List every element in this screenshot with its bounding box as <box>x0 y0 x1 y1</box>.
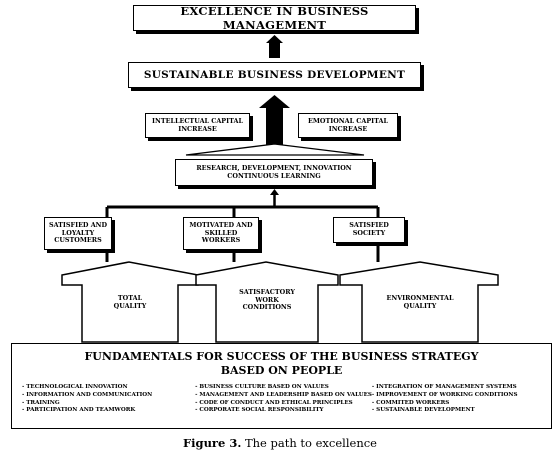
society-box: SATISFIED SOCIETY <box>333 217 405 243</box>
emotional-capital-box: EMOTIONAL CAPITAL INCREASE <box>298 113 398 138</box>
pillar-environmental-quality-shape <box>339 261 499 343</box>
rdi-box: RESEARCH, DEVELOPMENT, INNOVATION CONTIN… <box>175 159 373 186</box>
pillar-work-conditions-label-3: CONDITIONS <box>242 303 292 312</box>
pillar-total-quality-label-1: TOTAL <box>117 294 143 302</box>
figure-caption-label: Figure 3. <box>183 436 242 450</box>
foundation-title-2: BASED ON PEOPLE <box>220 364 343 377</box>
sustainable-box: SUSTAINABLE BUSINESS DEVELOPMENT <box>128 62 421 88</box>
emotional-label-2: INCREASE <box>328 124 368 133</box>
foundation-item: - CODE OF CONDUCT AND ETHICAL PRINCIPLES <box>195 399 353 406</box>
sustainable-label: SUSTAINABLE BUSINESS DEVELOPMENT <box>143 69 406 81</box>
pillar-environmental-quality: ENVIRONMENTAL QUALITY <box>370 294 470 310</box>
customers-box: SATISFIED AND LOYALTY CUSTOMERS <box>44 217 112 250</box>
foundation-item: - SUSTAINABLE DEVELOPMENT <box>371 407 475 414</box>
foundation-item: - MANAGEMENT AND LEADERSHIP BASED ON VAL… <box>195 391 372 398</box>
foundation-box: FUNDAMENTALS FOR SUCCESS OF THE BUSINESS… <box>11 343 552 429</box>
foundation-column-1: - TECHNOLOGICAL INNOVATION - INFORMATION… <box>22 384 195 415</box>
pillar-work-conditions-label-2: WORK <box>255 295 279 304</box>
society-label-2: SOCIETY <box>352 229 386 237</box>
emotional-label-1: EMOTIONAL CAPITAL <box>307 116 389 125</box>
figure-caption-text: The path to excellence <box>241 436 377 450</box>
foundation-item: - BUSINESS CULTURE BASED ON VALUES <box>195 384 329 390</box>
pillar-work-conditions-shape <box>195 261 339 343</box>
customers-label-2: LOYALTY <box>61 228 95 237</box>
foundation-title-1: FUNDAMENTALS FOR SUCCESS OF THE BUSINESS… <box>84 350 479 363</box>
intellectual-capital-box: INTELLECTUAL CAPITAL INCREASE <box>145 113 250 138</box>
arrow-to-excellence <box>266 35 283 43</box>
foundation-item: - INTEGRATION OF MANAGEMENT SYSTEMS <box>371 384 517 390</box>
pillar-total-quality-label-2: QUALITY <box>113 301 147 310</box>
pillar-total-quality: TOTAL QUALITY <box>90 294 170 310</box>
excellence-box: EXCELLENCE IN BUSINESS MANAGEMENT <box>133 4 416 32</box>
workers-label-3: WORKERS <box>201 236 241 245</box>
pillar-work-conditions-label-1: SATISFACTORY <box>239 288 295 296</box>
workers-label-1: MOTIVATED AND <box>189 221 253 230</box>
arrow-to-rdi <box>185 143 365 156</box>
pillar-environmental-quality-label-2: QUALITY <box>403 301 437 310</box>
rdi-label-1: RESEARCH, DEVELOPMENT, INNOVATION <box>196 163 352 172</box>
intellectual-label-1: INTELLECTUAL CAPITAL <box>152 116 243 125</box>
pillar-total-quality-shape <box>61 261 199 343</box>
foundation-item: - PARTICIPATION AND TEAMWORK <box>22 407 136 414</box>
foundation-title: FUNDAMENTALS FOR SUCCESS OF THE BUSINESS… <box>12 350 551 378</box>
foundation-item: - COMMITED WORKERS <box>371 399 450 406</box>
rdi-label-2: CONTINUOUS LEARNING <box>227 171 321 180</box>
workers-box: MOTIVATED AND SKILLED WORKERS <box>183 217 259 250</box>
pillar-work-conditions: SATISFACTORY WORK CONDITIONS <box>222 288 312 312</box>
foundation-columns: - TECHNOLOGICAL INNOVATION - INFORMATION… <box>22 384 545 415</box>
foundation-column-2: - BUSINESS CULTURE BASED ON VALUES - MAN… <box>195 384 372 415</box>
foundation-item: - CORPORATE SOCIAL RESPONSIBILITY <box>195 407 324 414</box>
foundation-item: - IMPROVEMENT OF WORKING CONDITIONS <box>371 391 518 398</box>
arrow-to-sustainable <box>259 95 290 108</box>
customers-label-3: CUSTOMERS <box>54 236 102 245</box>
figure-caption: Figure 3. The path to excellence <box>0 436 560 450</box>
arrow-to-sustainable-shaft <box>266 108 283 154</box>
society-label-1: SATISFIED <box>349 221 389 230</box>
foundation-item: - INFORMATION AND COMMUNICATION <box>22 391 153 398</box>
pillar-environmental-quality-label-1: ENVIRONMENTAL <box>386 294 454 302</box>
intellectual-label-2: INCREASE <box>178 124 217 133</box>
arrow-to-excellence-shaft <box>269 43 280 58</box>
foundation-column-3: - INTEGRATION OF MANAGEMENT SYSTEMS - IM… <box>372 384 545 415</box>
foundation-item: - TECHNOLOGICAL INNOVATION <box>22 384 128 390</box>
excellence-label: EXCELLENCE IN BUSINESS MANAGEMENT <box>180 4 369 32</box>
connector-arrowhead <box>270 189 279 195</box>
workers-label-2: SKILLED <box>204 228 238 237</box>
customers-label-1: SATISFIED AND <box>48 221 108 230</box>
foundation-item: - TRAINING <box>22 399 60 406</box>
